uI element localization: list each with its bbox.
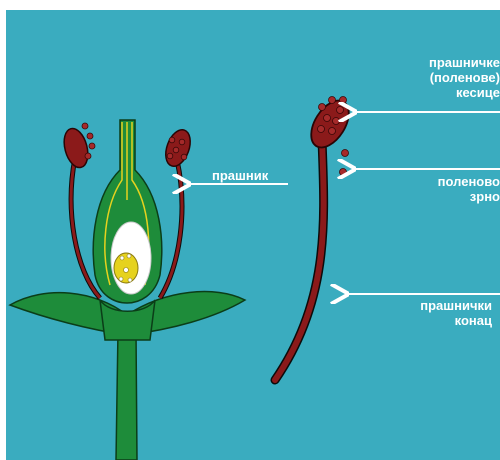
label-pollen-grain: поленово зрно <box>438 174 500 204</box>
label-filament: прашнички конац <box>420 298 492 328</box>
flower <box>10 120 245 460</box>
flower-stem <box>116 330 137 460</box>
label-stamen: прашник <box>212 168 268 183</box>
label-anther-sacs: прашничке (поленове) кесице <box>429 55 500 100</box>
enlarged-stamen <box>275 94 356 380</box>
enlarged-filament <box>275 140 324 380</box>
loose-pollen-grains <box>340 150 349 176</box>
left-stamen-anther <box>60 126 92 170</box>
